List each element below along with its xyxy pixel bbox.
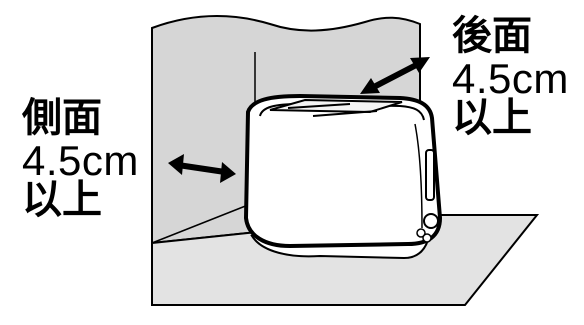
side-clearance-distance: 4.5cm xyxy=(22,140,139,182)
side-clearance-suffix: 以上 xyxy=(22,180,102,220)
toaster-lever-slot xyxy=(426,150,434,200)
toaster xyxy=(246,96,440,258)
back-clearance-suffix: 以上 xyxy=(452,98,532,138)
back-clearance-title: 後面 xyxy=(452,16,532,56)
side-clearance-title: 側面 xyxy=(22,98,102,138)
toaster-knob xyxy=(424,214,438,228)
back-clearance-distance: 4.5cm xyxy=(452,58,569,100)
toaster-body xyxy=(246,96,440,246)
toaster-button-2 xyxy=(423,234,431,242)
